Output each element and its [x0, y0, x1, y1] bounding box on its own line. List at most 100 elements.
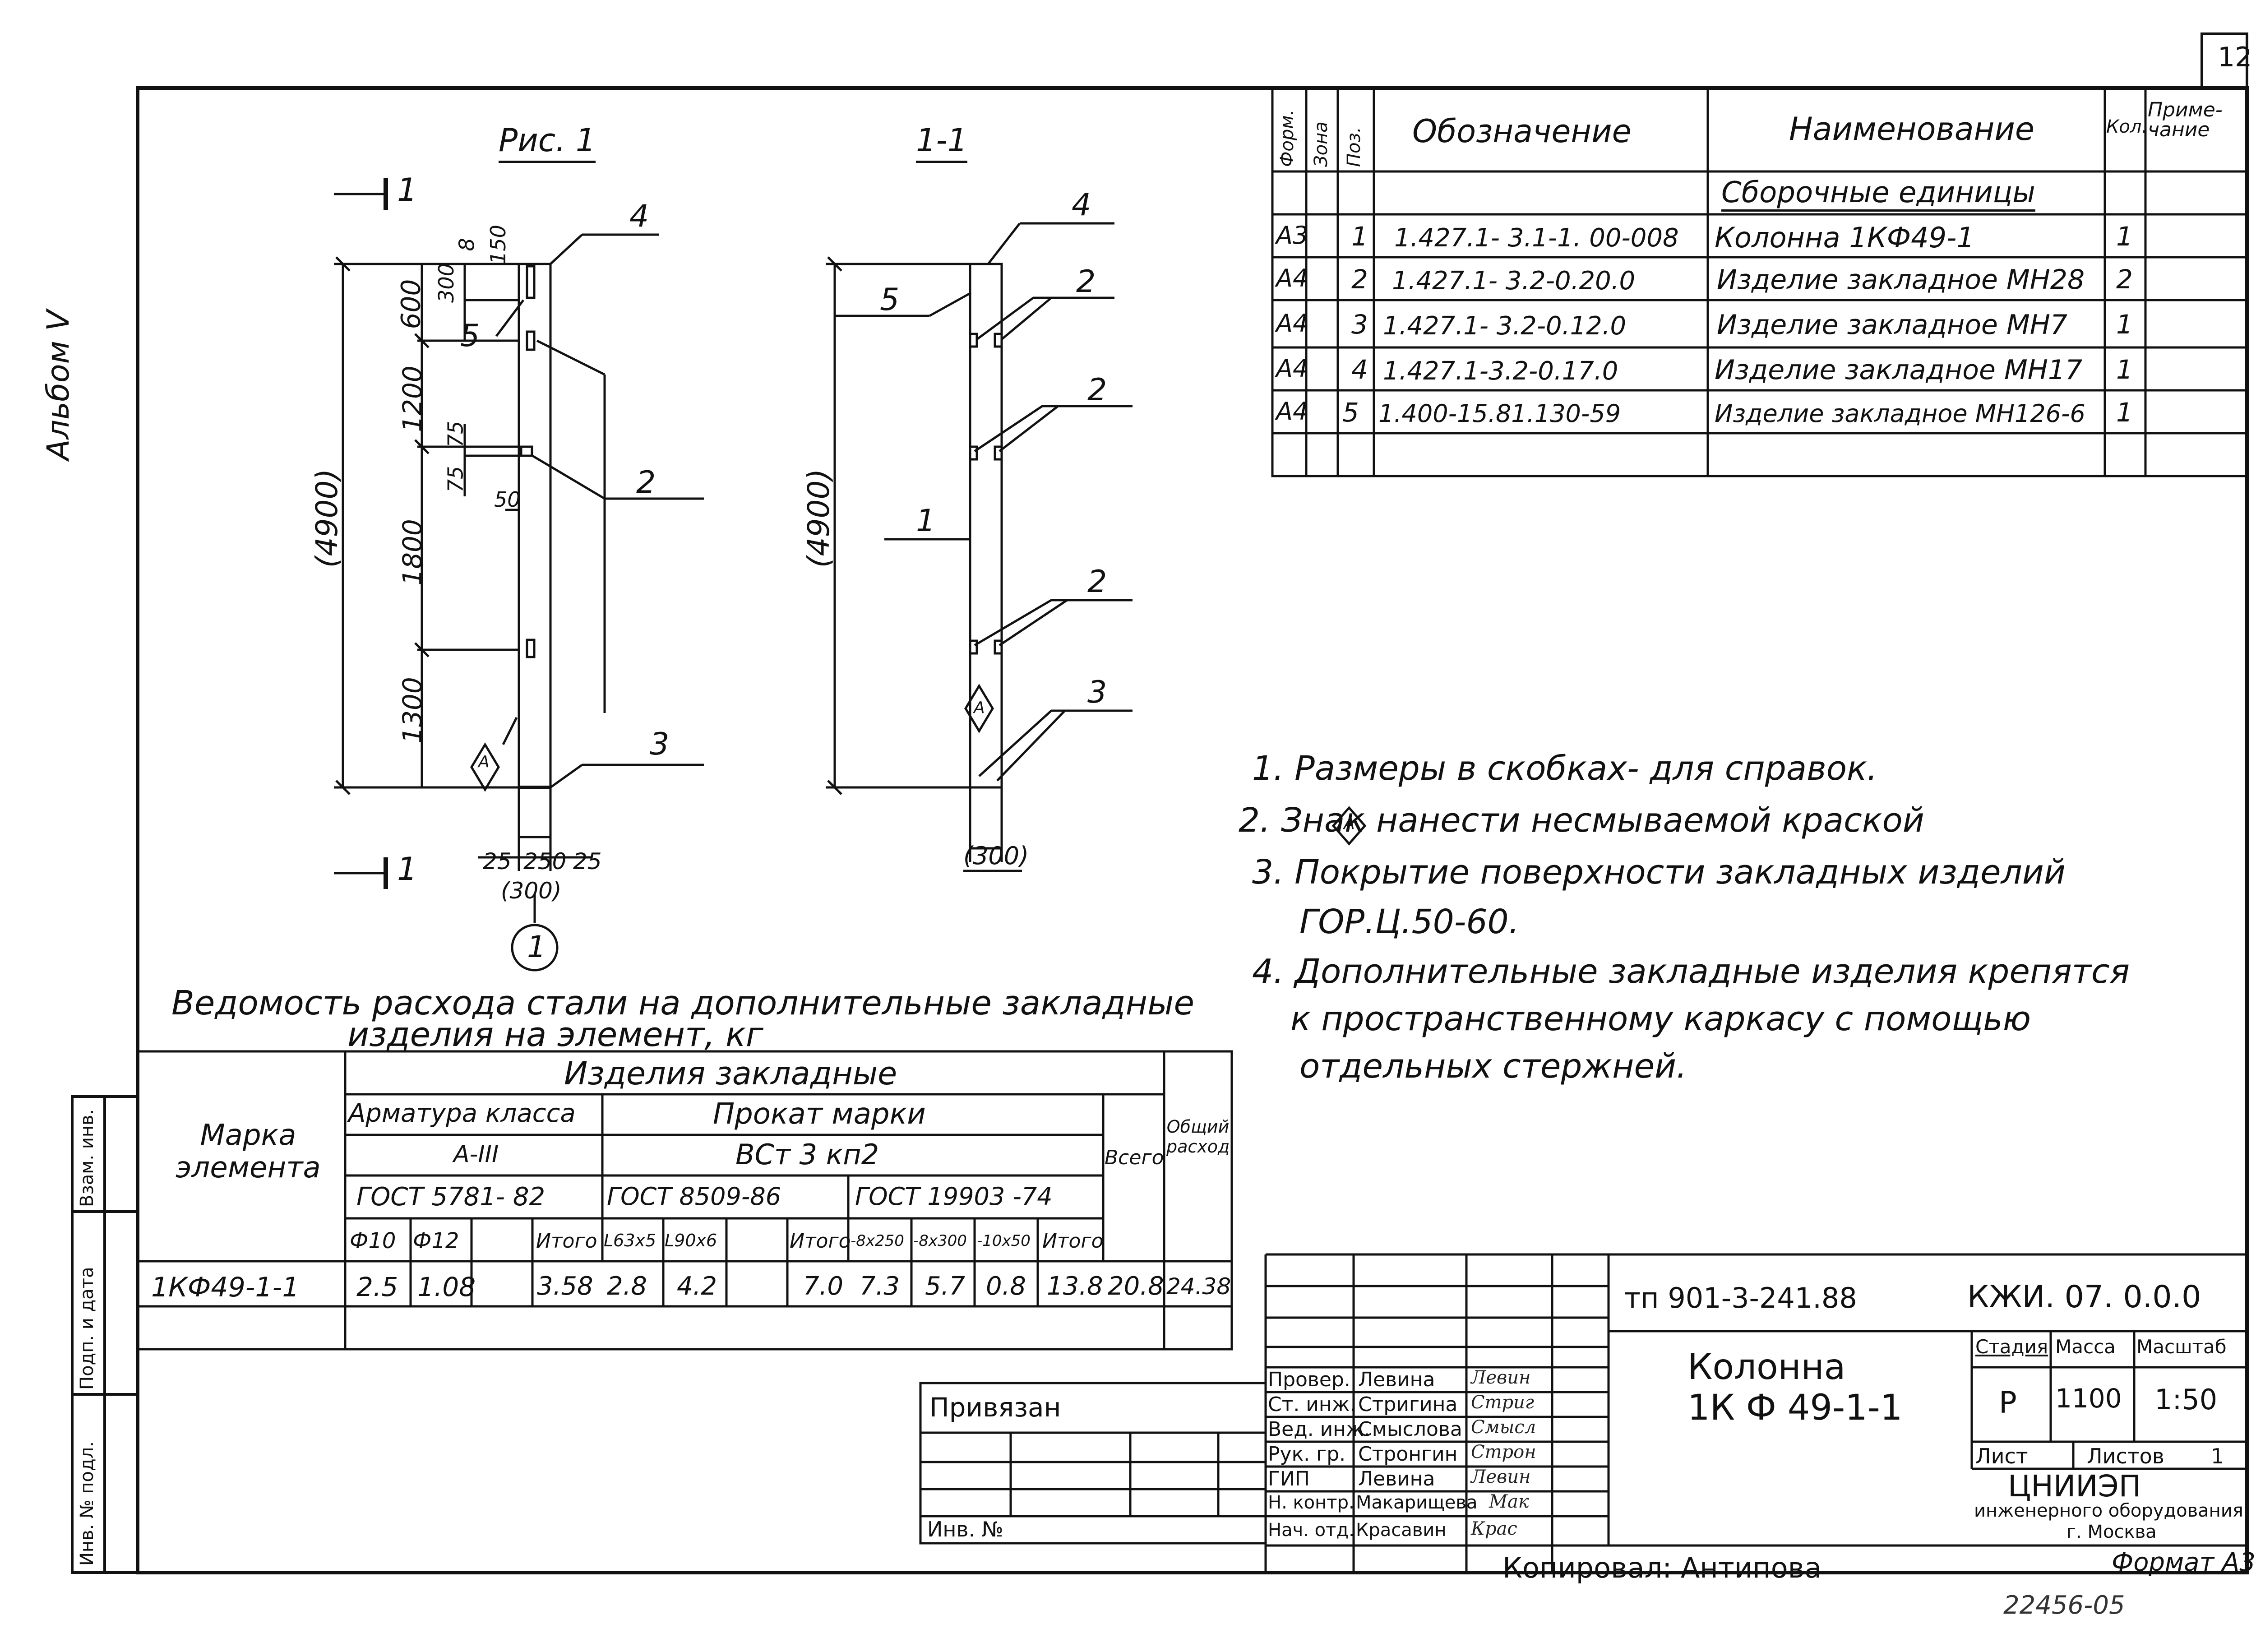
steel-sub-col: Итого: [1042, 1230, 1104, 1253]
axis-mark: 1: [527, 930, 546, 964]
note-sign-mark: A: [1344, 814, 1355, 833]
callout-3-right: 3: [1087, 675, 1107, 710]
dim-150: 150: [485, 225, 510, 264]
steel-row-val: 4.2: [677, 1272, 717, 1301]
drawing-title-1: Колонна: [1687, 1347, 1846, 1388]
dim-1300: 1300: [397, 677, 428, 744]
steel-title-1: Ведомость расхода стали на дополнительны…: [171, 984, 1194, 1023]
steel-title-2: изделия на элемент, кг: [347, 1015, 763, 1054]
steel-row-val: 1.08: [417, 1272, 476, 1302]
section-1-1-drawing: [826, 222, 1133, 872]
dim-75-b: 75: [443, 466, 468, 493]
role-signature: Мак: [1489, 1491, 1529, 1512]
dim-25-left: 25: [483, 848, 512, 875]
role-title: Рук. гр.: [1268, 1443, 1346, 1466]
role-signature: Стриг: [1471, 1392, 1535, 1413]
steel-h-rebar-class: А-III: [453, 1141, 499, 1168]
spec-cell-format: А3: [1276, 221, 1308, 250]
scale-value: 1:50: [2154, 1383, 2218, 1416]
spec-cell-format: А4: [1276, 354, 1308, 383]
role-title: Нач. отд.: [1268, 1520, 1355, 1541]
spec-cell-name: Изделие закладное МН126-6: [1715, 399, 2085, 428]
steel-sub-col: Ф12: [413, 1228, 459, 1254]
mass-label: Масса: [2055, 1336, 2116, 1358]
note-4-cont-1: к пространственному каркасу с помощью: [1290, 1000, 2031, 1038]
steel-row-val: 2.5: [356, 1272, 398, 1302]
note-3: 3. Покрытие поверхности закладных издели…: [1252, 853, 2066, 892]
drawing-code: КЖИ. 07. 0.0.0: [1967, 1279, 2201, 1315]
spec-cell-name: Изделие закладное МН7: [1717, 309, 2068, 341]
steel-row-val: 0.8: [986, 1272, 1026, 1301]
steel-h-gost1: ГОСТ 8509-86: [607, 1182, 781, 1211]
callout-2-right-c: 2: [1087, 564, 1107, 600]
scale-label: Масштаб: [2136, 1336, 2227, 1358]
steel-row-val: 3.58: [537, 1272, 593, 1301]
sign-mark-left: A: [478, 753, 490, 771]
spec-cell-designation: 1.427.1- 3.2-0.12.0: [1383, 311, 1627, 341]
project-number: тп 901-3-241.88: [1624, 1282, 1857, 1314]
steel-sub-col: L63х5: [604, 1231, 656, 1250]
copied-by: Копировал: Антипова: [1502, 1551, 1822, 1584]
org-name: ЦНИИЭП: [2008, 1469, 2141, 1504]
page-number: 12: [2218, 42, 2252, 73]
steel-h-items: Изделия закладные: [564, 1055, 897, 1092]
callout-4-right: 4: [1072, 187, 1091, 223]
mass-value: 1100: [2055, 1383, 2122, 1414]
steel-h-element: Марка элемента: [176, 1119, 321, 1185]
note-4: 4. Дополнительные закладные изделия креп…: [1252, 952, 2130, 991]
sheet-label: Лист: [1975, 1444, 2028, 1468]
role-person: Стригина: [1358, 1393, 1458, 1416]
spec-cell-name: Изделие закладное МН28: [1717, 264, 2085, 296]
steel-sub-col: L90х6: [665, 1231, 717, 1250]
spec-cell-designation: 1.427.1- 3.2-0.20.0: [1392, 266, 1636, 296]
role-signature: Строн: [1471, 1442, 1536, 1462]
sheets-label: Листов: [2087, 1444, 2164, 1468]
note-1: 1. Размеры в скобках- для справок.: [1252, 749, 1878, 788]
spec-cell-qty: 1: [2116, 309, 2133, 340]
steel-sub-col: -8х250: [851, 1232, 904, 1250]
role-signature: Смысл: [1471, 1417, 1536, 1438]
spec-cell-qty: 1: [2116, 397, 2133, 428]
callout-1-right: 1: [916, 503, 936, 539]
format-label: Формат А3: [2112, 1548, 2256, 1577]
dim-250: 250: [523, 848, 567, 875]
dim-300: 300: [434, 263, 458, 303]
steel-h-overall: Общий расход: [1166, 1117, 1230, 1157]
role-title: Н. контр.: [1268, 1492, 1355, 1513]
dim-overall-left: (4900): [310, 468, 345, 568]
callout-5-left: 5: [460, 318, 480, 354]
spec-section-label: Сборочные единицы: [1721, 176, 2035, 212]
binding-label: Привязан: [929, 1392, 1061, 1423]
role-title: ГИП: [1268, 1467, 1310, 1490]
spec-cell-format: А4: [1276, 397, 1308, 426]
side-stamp-inv: Инв. № подл.: [77, 1441, 97, 1566]
spec-h-zone: Зона: [1311, 121, 1331, 167]
role-signature: Левин: [1471, 1467, 1531, 1487]
org-line-2: инженерного оборудования: [1974, 1500, 2243, 1521]
section-mark-bottom: 1: [397, 851, 417, 888]
role-person: Макарищева: [1356, 1492, 1478, 1513]
stage-value: Р: [1999, 1385, 2017, 1420]
spec-h-qty: Кол.: [2106, 116, 2148, 137]
callout-3-left: 3: [650, 727, 670, 762]
spec-cell-qty: 2: [2116, 264, 2133, 295]
steel-h-total: Всего: [1105, 1146, 1164, 1169]
binding-inv: Инв. №: [927, 1517, 1003, 1541]
note-3-cont: ГОР.Ц.50-60.: [1299, 902, 1520, 941]
callout-2-left: 2: [636, 465, 656, 500]
steel-h-rebar-gost: ГОСТ 5781- 82: [356, 1182, 546, 1212]
sign-mark-right: A: [974, 699, 985, 717]
steel-row-val: 5.7: [925, 1272, 966, 1301]
stage-label: Стадия: [1975, 1336, 2048, 1358]
steel-row-val: 7.0: [803, 1272, 844, 1301]
spec-cell-pos: 1: [1351, 221, 1368, 252]
spec-cell-format: А4: [1276, 309, 1308, 338]
dim-1200: 1200: [397, 366, 428, 432]
dim-300-section: (300): [963, 842, 1029, 870]
drawing-title-2: 1К Ф 49-1-1: [1687, 1388, 1903, 1428]
steel-row-total: 20.8: [1108, 1272, 1164, 1301]
role-person: Красавин: [1356, 1520, 1447, 1541]
steel-sub-col: -8х300: [913, 1232, 967, 1250]
side-stamp-sign-date: Подп. и дата: [77, 1267, 97, 1390]
steel-sub-col: Итого: [536, 1230, 597, 1253]
